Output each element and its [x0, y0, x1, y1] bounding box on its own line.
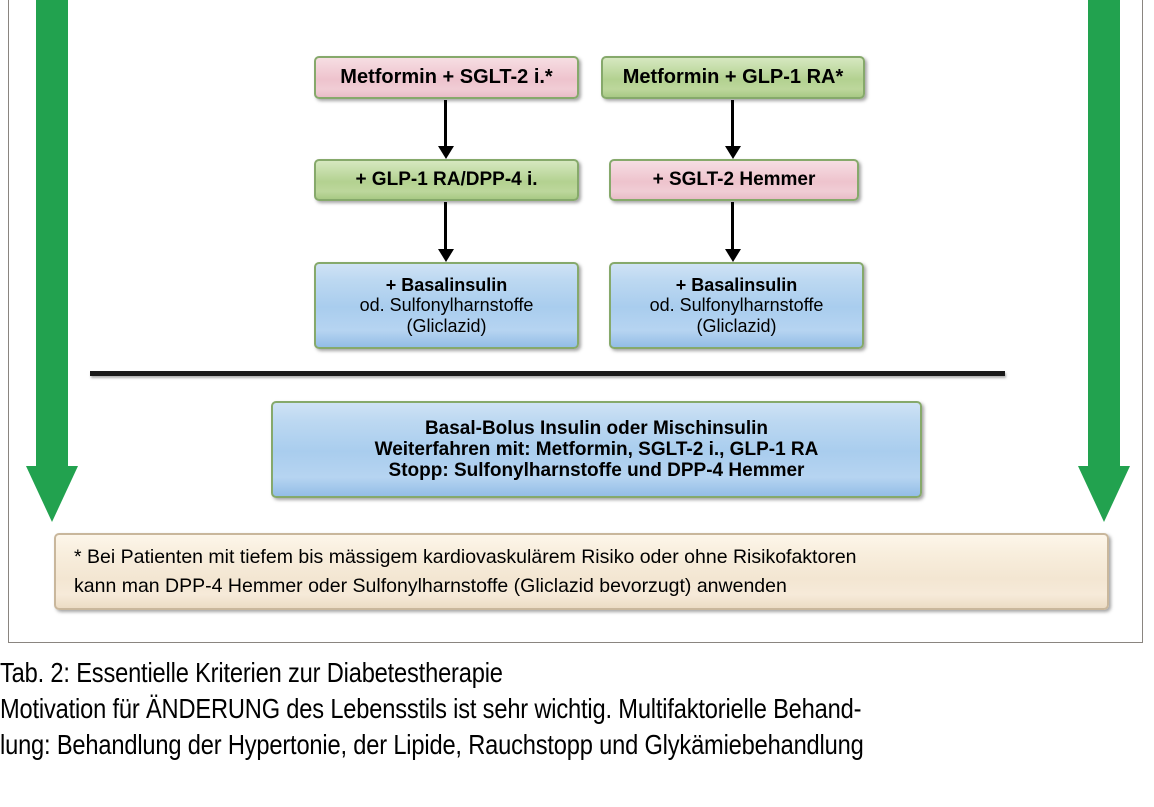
node-label: Metformin + GLP-1 RA* — [622, 66, 844, 89]
node-label: + GLP-1 RA/DPP-4 i. — [355, 169, 538, 191]
node-metformin-sglt2: Metformin + SGLT-2 i.* — [314, 56, 579, 99]
node-label-line2: od. Sulfonylharnstoffe — [649, 295, 824, 316]
caption-line-1: Tab. 2: Essentielle Kriterien zur Diabet… — [0, 657, 503, 688]
connector-shaft — [444, 100, 447, 146]
connector-shaft — [731, 100, 734, 146]
node-label-line1: Basal-Bolus Insulin oder Mischinsulin — [424, 417, 769, 439]
caption-line-2: Motivation für ÄNDERUNG des Lebensstils … — [0, 693, 862, 724]
node-label-line3: (Gliclazid) — [406, 315, 487, 336]
node-label-line1: + Basalinsulin — [675, 275, 798, 296]
arrow-down-icon — [725, 100, 741, 159]
node-metformin-glp1ra: Metformin + GLP-1 RA* — [601, 56, 865, 99]
node-label-line2: od. Sulfonylharnstoffe — [359, 295, 534, 316]
caption-line-3: lung: Behandlung der Hypertonie, der Lip… — [0, 729, 864, 760]
node-sglt2-hemmer: + SGLT-2 Hemmer — [609, 159, 859, 201]
footnote-line1: * Bei Patienten mit tiefem bis mässigem … — [74, 546, 857, 569]
figure-caption: Tab. 2: Essentielle Kriterien zur Diabet… — [0, 655, 1154, 763]
connector-head — [725, 146, 741, 159]
arrow-shaft — [36, 0, 68, 468]
section-divider — [90, 371, 1005, 376]
footnote-line2: kann man DPP-4 Hemmer oder Sulfonylharns… — [74, 574, 787, 597]
arrow-down-icon — [438, 202, 454, 262]
progression-arrow-right-icon — [1078, 0, 1130, 522]
node-label: + SGLT-2 Hemmer — [652, 169, 816, 191]
connector-head — [438, 249, 454, 262]
connector-shaft — [731, 202, 734, 249]
node-label-line3: (Gliclazid) — [696, 315, 777, 336]
arrow-head — [1078, 466, 1130, 522]
connector-head — [725, 249, 741, 262]
node-label: Metformin + SGLT-2 i.* — [340, 66, 553, 89]
arrow-head — [26, 466, 78, 522]
arrow-down-icon — [438, 100, 454, 159]
footnote-box: * Bei Patienten mit tiefem bis mässigem … — [54, 533, 1109, 610]
progression-arrow-left-icon — [26, 0, 78, 522]
node-label-line2: Weiterfahren mit: Metformin, SGLT-2 i., … — [374, 438, 819, 460]
arrow-down-icon — [725, 202, 741, 262]
node-basalinsulin-left: + Basalinsulin od. Sulfonylharnstoffe (G… — [314, 262, 579, 349]
connector-shaft — [444, 202, 447, 249]
node-glp1ra-dpp4: + GLP-1 RA/DPP-4 i. — [314, 159, 579, 201]
node-label-line3: Stopp: Sulfonylharnstoffe und DPP-4 Hemm… — [388, 460, 805, 482]
arrow-shaft — [1088, 0, 1120, 468]
node-basalinsulin-right: + Basalinsulin od. Sulfonylharnstoffe (G… — [609, 262, 864, 349]
figure-panel: Metformin + SGLT-2 i.* Metformin + GLP-1… — [8, 0, 1143, 643]
node-basal-bolus-insulin: Basal-Bolus Insulin oder Mischinsulin We… — [271, 401, 922, 498]
connector-head — [438, 146, 454, 159]
node-label-line1: + Basalinsulin — [385, 275, 508, 296]
